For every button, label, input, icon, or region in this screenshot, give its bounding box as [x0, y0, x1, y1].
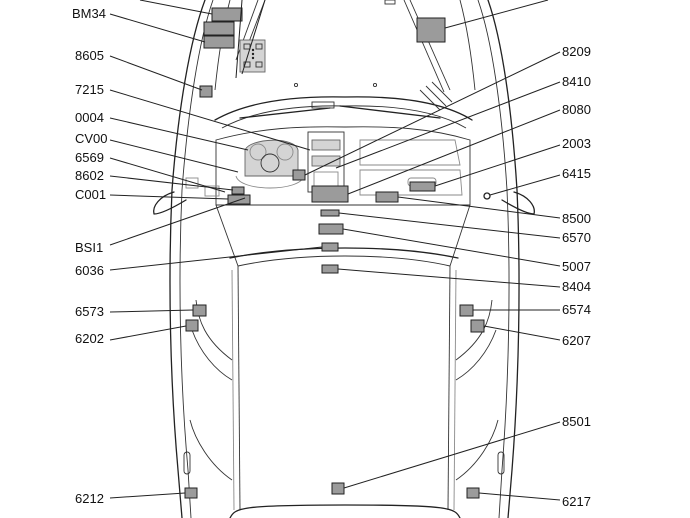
- module-5007: [318, 223, 344, 235]
- label-8209: 8209: [562, 44, 591, 59]
- module-6570: [320, 209, 340, 217]
- label-8501: 8501: [562, 414, 591, 429]
- module-8501: [331, 482, 345, 495]
- module-8209: [292, 169, 306, 181]
- label-0004: 0004: [75, 110, 104, 125]
- module-top-left: [211, 7, 243, 22]
- label-c001: C001: [75, 187, 106, 202]
- label-6207: 6207: [562, 333, 591, 348]
- label-6573: 6573: [75, 304, 104, 319]
- car-body-outline: [153, 0, 535, 518]
- label-8410: 8410: [562, 74, 591, 89]
- module-6573: [192, 304, 207, 317]
- module-8404: [321, 264, 339, 274]
- label-8605: 8605: [75, 48, 104, 63]
- module-6212: [184, 487, 198, 499]
- label-7215: 7215: [75, 82, 104, 97]
- module-6217: [466, 487, 480, 499]
- component-modules: [184, 85, 491, 499]
- label-6212: 6212: [75, 491, 104, 506]
- label-5007: 5007: [562, 259, 591, 274]
- module-bm34-a: [203, 21, 235, 36]
- label-8500: 8500: [562, 211, 591, 226]
- label-8404: 8404: [562, 279, 591, 294]
- label-8602: 8602: [75, 168, 104, 183]
- label-2003: 2003: [562, 136, 591, 151]
- label-6202: 6202: [75, 331, 104, 346]
- module-bm34-b: [203, 35, 235, 49]
- module-6415: [483, 192, 491, 200]
- label-6415: 6415: [562, 166, 591, 181]
- leader-lines: [109, 0, 561, 501]
- label-6570: 6570: [562, 230, 591, 245]
- module-2003: [409, 181, 436, 192]
- module-top-right: [416, 17, 446, 43]
- module-6202: [185, 319, 199, 332]
- module-6207: [470, 319, 485, 333]
- label-bsi1: BSI1: [75, 240, 103, 255]
- label-6217: 6217: [562, 494, 591, 509]
- dashboard-details: [185, 131, 463, 201]
- label-8080: 8080: [562, 102, 591, 117]
- label-cv00: CV00: [75, 131, 108, 146]
- module-6574: [459, 304, 474, 317]
- module-8602: [231, 186, 245, 195]
- label-6574: 6574: [562, 302, 591, 317]
- module-8080: [311, 185, 349, 203]
- label-bm34: BM34: [72, 6, 106, 21]
- label-6036: 6036: [75, 263, 104, 278]
- module-6036: [321, 242, 339, 252]
- module-8500: [375, 191, 399, 203]
- label-6569: 6569: [75, 150, 104, 165]
- engine-bay: [203, 7, 446, 73]
- module-8605: [199, 85, 213, 98]
- module-c001: [227, 194, 251, 205]
- labels-right: 8209 8410 8080 2003 6415 8500 6570 5007 …: [562, 44, 591, 509]
- labels-left: BM34 8605 7215 0004 CV00 6569 8602 C001 …: [72, 6, 108, 506]
